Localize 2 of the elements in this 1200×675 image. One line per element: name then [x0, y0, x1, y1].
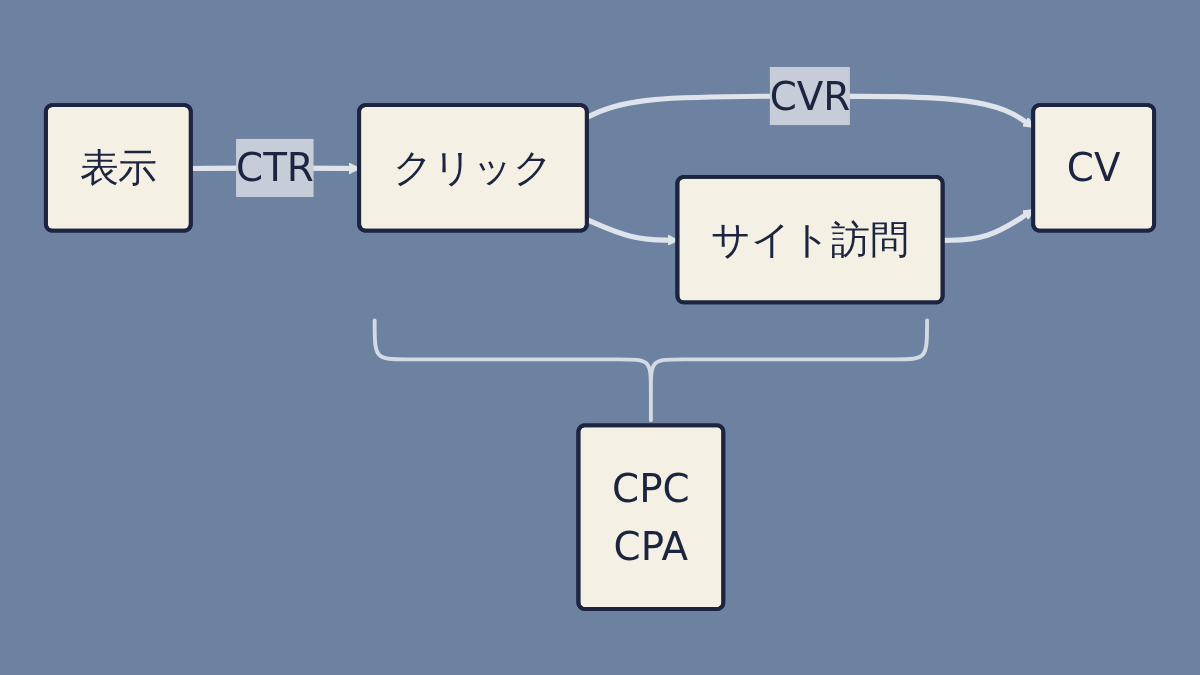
edge-label: CTR: [236, 144, 314, 191]
edge-label: CVR: [769, 72, 851, 119]
